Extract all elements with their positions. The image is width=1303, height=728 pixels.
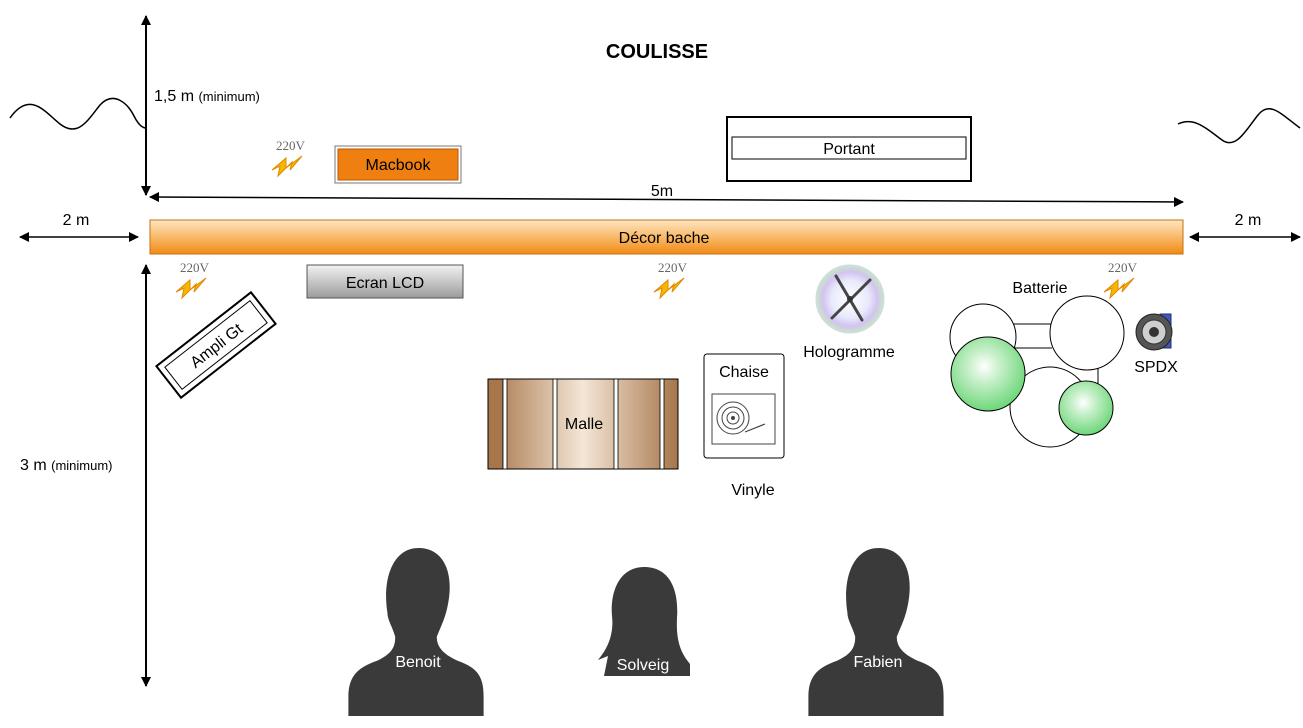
- drum-cymbal-left: [950, 336, 1026, 412]
- ecran-lcd-label: Ecran LCD: [346, 275, 424, 292]
- person-fabien: Fabien: [808, 548, 944, 716]
- malle: Malle: [487, 378, 679, 470]
- lightning-icon: [1103, 277, 1135, 299]
- power-point-4: 220V: [1103, 260, 1138, 299]
- width-label: 5m: [651, 183, 673, 200]
- power-label: 220V: [658, 260, 688, 275]
- hologramme-label: Hologramme: [803, 344, 895, 361]
- person-silhouette-icon: [598, 567, 690, 676]
- power-point-3: 220V: [653, 260, 688, 299]
- width-arrow: [149, 192, 1184, 207]
- left-margin-label: 2 m: [63, 212, 90, 229]
- batterie-label: Batterie: [1012, 280, 1067, 297]
- vinyl-icon: [711, 393, 776, 445]
- drum-cymbal-right: [1058, 380, 1114, 436]
- drum-tom-right: [1049, 295, 1125, 371]
- power-label: 220V: [276, 138, 306, 153]
- top-height-label: 1,5 m (minimum): [154, 88, 260, 105]
- spdx-label: SPDX: [1134, 359, 1178, 376]
- person-silhouette-icon: [348, 548, 484, 716]
- person-name: Benoit: [395, 654, 441, 671]
- decor-bache: [149, 219, 1184, 255]
- lightning-icon: [271, 155, 303, 177]
- ecran-lcd: [306, 264, 464, 299]
- bottom-height-label: 3 m (minimum): [20, 457, 113, 474]
- power-point-2: 220V: [175, 260, 210, 299]
- power-label: 220V: [1108, 260, 1138, 275]
- malle-label: Malle: [565, 416, 603, 433]
- ampli-gt: Ampli Gt: [155, 290, 277, 400]
- portant-label: Portant: [823, 141, 875, 158]
- right-margin-label: 2 m: [1235, 212, 1262, 229]
- stage-title: COULISSE: [606, 41, 708, 63]
- speaker-icon: [1135, 313, 1173, 351]
- person-name: Solveig: [617, 657, 669, 674]
- person-name: Fabien: [854, 654, 903, 671]
- hologram: Hologramme: [803, 264, 895, 361]
- chaise-label: Chaise: [719, 364, 769, 381]
- person-solveig: Solveig: [598, 567, 690, 676]
- curtain-wave-left: [9, 97, 147, 130]
- person-benoit: Benoit: [348, 548, 484, 716]
- lightning-icon: [653, 277, 685, 299]
- person-silhouette-icon: [808, 548, 944, 716]
- vinyle-label: Vinyle: [731, 482, 774, 499]
- decor-bache-label: Décor bache: [619, 230, 710, 247]
- macbook: [337, 148, 459, 181]
- power-point-1: 220V: [271, 138, 306, 177]
- portant-rail: [731, 136, 967, 160]
- curtain-wave-right: [1177, 108, 1301, 144]
- power-label: 220V: [180, 260, 210, 275]
- macbook-label: Macbook: [366, 157, 432, 174]
- drum-kit: [949, 295, 1125, 448]
- lightning-icon: [175, 277, 207, 299]
